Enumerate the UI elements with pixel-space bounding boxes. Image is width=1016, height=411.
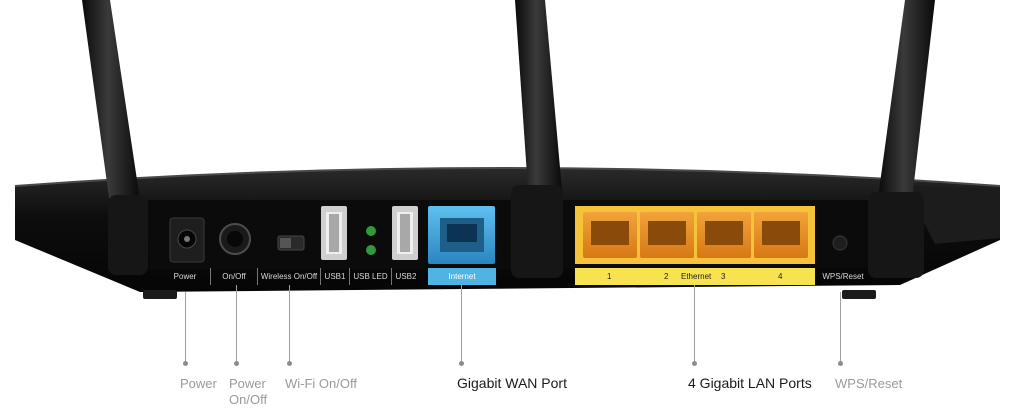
callout-dot-wps: [838, 361, 843, 366]
callout-dot-lan: [692, 361, 697, 366]
callout-dot-power: [183, 361, 188, 366]
callout-line-power-on-off: [236, 285, 237, 362]
callout-dot-wan: [459, 361, 464, 366]
callout-line-power: [185, 292, 186, 362]
wps-button: [832, 235, 848, 251]
strip-label-lan-1: 1: [607, 272, 612, 281]
strip-label-on-off: On/Off: [211, 268, 258, 285]
strip-label-lan-3: 3: [721, 272, 726, 281]
strip-label-usb-led: USB LED: [350, 268, 392, 285]
strip-label-internet: Internet: [428, 268, 496, 285]
strip-label-ethernet-group: 1 2 Ethernet 3 4: [575, 268, 815, 285]
strip-label-lan-4: 4: [778, 272, 783, 281]
callout-label-power-on-off-line2: On/Off: [229, 392, 268, 407]
strip-label-power: Power: [160, 268, 211, 285]
callout-line-wifi: [289, 285, 290, 362]
callout-label-power: Power: [180, 376, 217, 391]
callout-label-wps: WPS/Reset: [835, 376, 903, 391]
antenna-left: [82, 0, 148, 275]
antenna-center: [511, 0, 563, 278]
callout-label-wan: Gigabit WAN Port: [457, 375, 567, 391]
strip-label-ethernet: Ethernet: [681, 272, 712, 281]
antenna-right: [868, 0, 935, 278]
left-foot: [143, 290, 177, 299]
strip-label-usb2: USB2: [395, 272, 417, 281]
callout-line-wan: [461, 285, 462, 362]
callout-label-power-on-off: Power On/Off: [229, 376, 267, 408]
strip-label-wireless: Wireless On/Off: [258, 268, 321, 285]
callout-label-lan: 4 Gigabit LAN Ports: [688, 375, 812, 391]
callout-label-wifi: Wi-Fi On/Off: [285, 376, 357, 391]
strip-label-wps-reset: WPS/Reset: [822, 272, 864, 281]
strip-label-usb1: USB1: [321, 268, 350, 285]
callout-dot-wifi: [287, 361, 292, 366]
strip-label-lan-2: 2: [664, 272, 669, 281]
right-foot: [842, 290, 876, 299]
callout-line-wps: [840, 292, 841, 362]
callout-dot-power-on-off: [234, 361, 239, 366]
callout-line-lan: [694, 285, 695, 362]
usb-led-1: [366, 226, 376, 236]
callout-label-power-on-off-line1: Power: [229, 376, 266, 391]
usb-led-2: [366, 245, 376, 255]
